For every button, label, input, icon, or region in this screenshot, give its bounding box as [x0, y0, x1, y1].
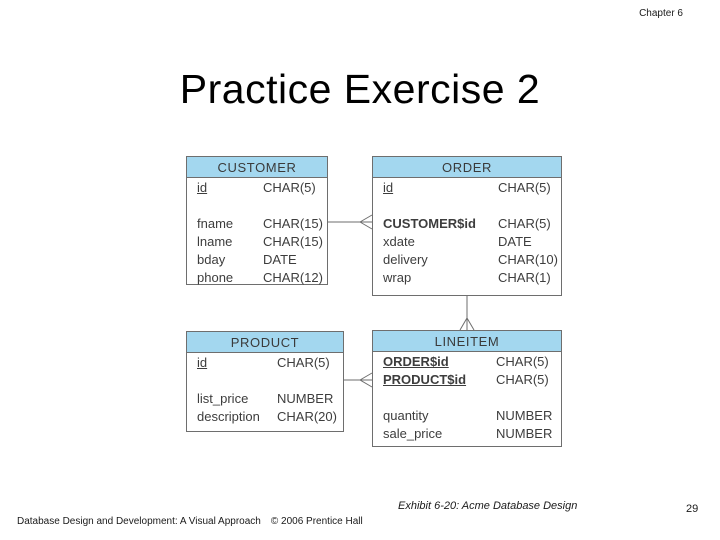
field-row-lname: lname CHAR(15)	[187, 233, 327, 251]
field-name: id	[383, 180, 394, 195]
table-body: id CHAR(5) list_price NUMBER description CHAR…	[187, 353, 343, 426]
field-row-id: id CHAR(5)	[187, 179, 327, 197]
field-name: id	[197, 355, 208, 370]
field-row-bday: bday DATE	[187, 251, 327, 269]
field-name: ORDER$id	[383, 354, 449, 369]
field-row-CUSTOMER$id: CUSTOMER$id CHAR(5)	[373, 215, 561, 233]
crow-foot-icon	[459, 317, 475, 331]
field-name: bday	[197, 252, 226, 267]
page-title: Practice Exercise 2	[179, 66, 541, 112]
table-header-order: ORDER	[373, 157, 561, 178]
field-type: CHAR(20)	[277, 409, 337, 424]
field-type: CHAR(5)	[263, 180, 316, 195]
field-type: CHAR(5)	[496, 372, 549, 387]
field-type: DATE	[263, 252, 297, 267]
field-row-xdate: xdate DATE	[373, 233, 561, 251]
table-header-product: PRODUCT	[187, 332, 343, 353]
footer-book-title: Database Design and Development: A Visua…	[17, 516, 261, 527]
field-row-id: id CHAR(5)	[187, 354, 343, 372]
connector-order-lineitem	[459, 296, 475, 331]
field-name: list_price	[197, 391, 249, 406]
field-type: CHAR(10)	[498, 252, 558, 267]
field-type: DATE	[498, 234, 532, 249]
field-name: quantity	[383, 408, 429, 423]
field-type: NUMBER	[277, 391, 334, 406]
connector-customer-order	[328, 214, 373, 230]
field-type: CHAR(12)	[263, 270, 323, 285]
field-type: CHAR(5)	[498, 216, 551, 231]
table-header-lineitem: LINEITEM	[373, 331, 561, 352]
field-row-PRODUCT$id: PRODUCT$id CHAR(5)	[373, 371, 561, 389]
page-number: 29	[686, 503, 699, 515]
field-type: CHAR(5)	[277, 355, 330, 370]
field-name: delivery	[383, 252, 428, 267]
field-type: NUMBER	[496, 426, 553, 441]
field-gap	[373, 389, 561, 407]
field-type: CHAR(1)	[498, 270, 551, 285]
field-type: CHAR(15)	[263, 234, 323, 249]
footer-copyright: © 2006 Prentice Hall	[270, 516, 363, 527]
field-name: id	[197, 180, 208, 195]
field-name: lname	[197, 234, 233, 249]
field-name: fname	[197, 216, 234, 231]
field-row-id: id CHAR(5)	[373, 179, 561, 197]
field-name: phone	[197, 270, 234, 285]
field-row-phone: phone CHAR(12)	[187, 269, 327, 287]
field-name: PRODUCT$id	[383, 372, 467, 387]
field-name: CUSTOMER$id	[383, 216, 476, 231]
field-row-description: description CHAR(20)	[187, 408, 343, 426]
crow-foot-icon	[359, 372, 373, 388]
field-type: NUMBER	[496, 408, 553, 423]
crow-foot-icon	[359, 214, 373, 230]
field-gap	[373, 197, 561, 215]
field-name: description	[197, 409, 260, 424]
field-name: sale_price	[383, 426, 443, 441]
field-type: CHAR(5)	[498, 180, 551, 195]
field-row-wrap: wrap CHAR(1)	[373, 269, 561, 287]
field-type: CHAR(15)	[263, 216, 323, 231]
field-gap	[187, 197, 327, 215]
field-row-fname: fname CHAR(15)	[187, 215, 327, 233]
field-row-list_price: list_price NUMBER	[187, 390, 343, 408]
connector-product-lineitem	[344, 372, 373, 388]
field-type: CHAR(5)	[496, 354, 549, 369]
entity-table-product: PRODUCT id CHAR(5) list_price NUMBER descrip…	[186, 331, 344, 432]
field-row-delivery: delivery CHAR(10)	[373, 251, 561, 269]
table-header-customer: CUSTOMER	[187, 157, 327, 178]
field-row-sale_price: sale_price NUMBER	[373, 425, 561, 443]
chapter-label: Chapter 6	[639, 8, 683, 19]
field-gap	[187, 372, 343, 390]
field-name: xdate	[383, 234, 415, 249]
field-row-ORDER$id: ORDER$id CHAR(5)	[373, 353, 561, 371]
exhibit-caption: Exhibit 6-20: Acme Database Design	[398, 500, 578, 512]
field-row-quantity: quantity NUMBER	[373, 407, 561, 425]
footer: Database Design and Development: A Visua…	[17, 516, 373, 527]
field-name: wrap	[383, 270, 412, 285]
